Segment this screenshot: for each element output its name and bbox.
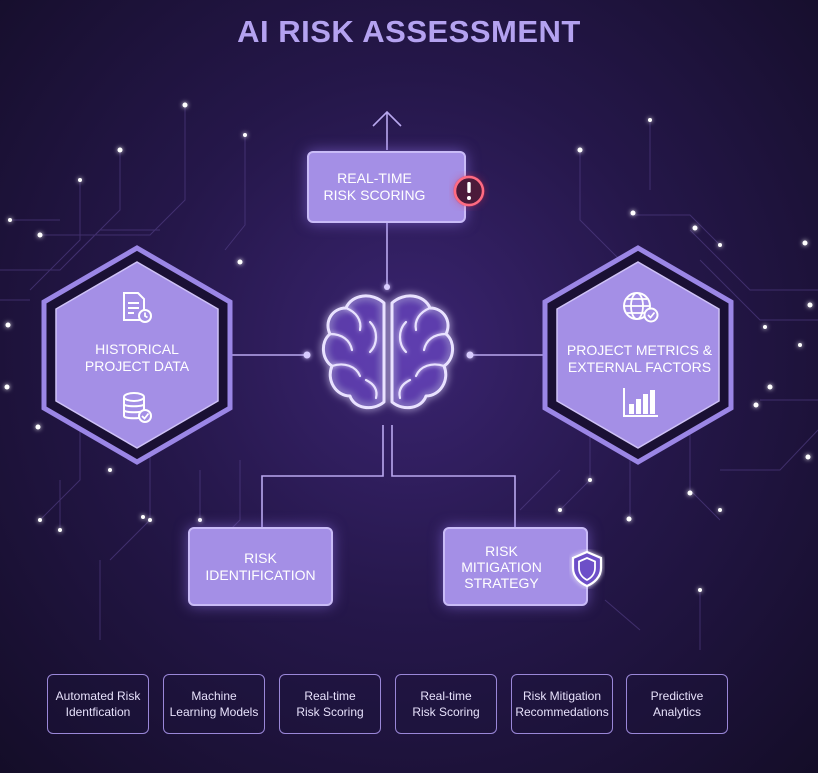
risk-mitigation-label: RISK MITIGATION STRATEGY: [461, 542, 542, 591]
page-title: AI RISK ASSESSMENT: [237, 14, 581, 49]
feature-label: Predictive Analytics: [650, 689, 704, 719]
feature-predictive-analytics: Predictive Analytics: [626, 674, 728, 734]
feature-realtime-risk-scoring: Real-time Risk Scoring: [279, 674, 381, 734]
brain-icon: [322, 294, 454, 410]
risk-identification-node: RISK IDENTIFICATION: [188, 527, 333, 606]
metrics-hexagon: [542, 245, 734, 465]
feature-label: Real-time Risk Scoring: [296, 689, 364, 719]
feature-label: Real-time Risk Scoring: [412, 689, 480, 719]
historical-project-data-label: HISTORICAL PROJECT DATA: [84, 341, 190, 374]
feature-realtime-risk-scoring-2: Real-time Risk Scoring: [395, 674, 497, 734]
feature-label: Risk Mitigation Recommedations: [515, 689, 609, 719]
connector-lines: [232, 110, 545, 527]
feature-automated-risk-identification: Automated Risk Identfication: [47, 674, 149, 734]
globe-icon: [623, 292, 659, 323]
alert-icon: [453, 175, 485, 207]
project-metrics-label: PROJECT METRICS & EXTERNAL FACTORS: [566, 342, 713, 375]
realtime-risk-scoring-node: REAL-TIME RISK SCORING: [307, 151, 466, 223]
document-icon: [123, 292, 152, 323]
feature-risk-mitigation-recommendations: Risk Mitigation Recommedations: [511, 674, 613, 734]
database-icon: [123, 392, 152, 423]
shield-icon: [571, 550, 603, 588]
circuit-dots: [4, 102, 813, 592]
feature-label: Machine Learning Models: [169, 689, 259, 719]
historical-hexagon: [41, 245, 233, 465]
risk-mitigation-node: RISK MITIGATION STRATEGY: [443, 527, 588, 606]
circuit-traces: [0, 105, 818, 650]
feature-label: Automated Risk Identfication: [55, 689, 141, 719]
realtime-risk-scoring-label: REAL-TIME RISK SCORING: [323, 170, 426, 203]
risk-identification-label: RISK IDENTIFICATION: [205, 549, 316, 583]
bar-chart-icon: [623, 388, 658, 417]
feature-machine-learning-models: Machine Learning Models: [163, 674, 265, 734]
